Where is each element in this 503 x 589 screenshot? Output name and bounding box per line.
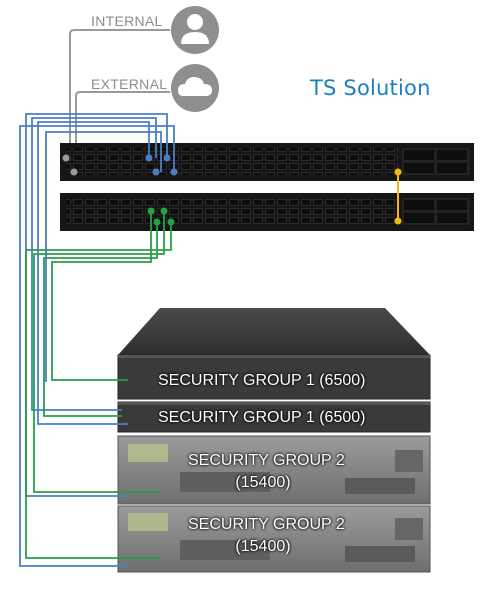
device-label-3: SECURITY GROUP 2 (15400) xyxy=(188,450,345,494)
cloud-icon xyxy=(171,64,219,112)
device-label-2-line1: SECURITY GROUP 1 (6500) xyxy=(158,409,366,426)
device-label-2: SECURITY GROUP 1 (6500) xyxy=(158,407,365,429)
switch-sync-link xyxy=(394,168,402,225)
green-cables xyxy=(25,211,172,559)
external-label: EXTERNAL xyxy=(91,76,168,92)
blue-ports xyxy=(145,154,178,176)
appliance-stack xyxy=(117,308,431,573)
device-label-3-line1: SECURITY GROUP 2 xyxy=(188,452,345,469)
core-switch-2 xyxy=(60,193,474,231)
device-label-1-line1: SECURITY GROUP 1 (6500) xyxy=(158,372,366,389)
brand-logo: TS Solution xyxy=(310,76,431,100)
device-label-1: SECURITY GROUP 1 (6500) xyxy=(158,370,365,392)
core-switch-1 xyxy=(60,143,474,181)
user-icon xyxy=(171,6,219,54)
green-ports xyxy=(147,207,175,226)
device-label-3-line2: (15400) xyxy=(235,474,291,491)
internal-label: INTERNAL xyxy=(91,13,163,29)
uplink-cables xyxy=(69,29,170,156)
blue-cables xyxy=(19,113,175,567)
grey-ports xyxy=(62,154,78,176)
device-label-4-line2: (15400) xyxy=(235,538,291,555)
device-label-4: SECURITY GROUP 2 (15400) xyxy=(188,514,345,558)
device-label-4-line1: SECURITY GROUP 2 xyxy=(188,516,345,533)
